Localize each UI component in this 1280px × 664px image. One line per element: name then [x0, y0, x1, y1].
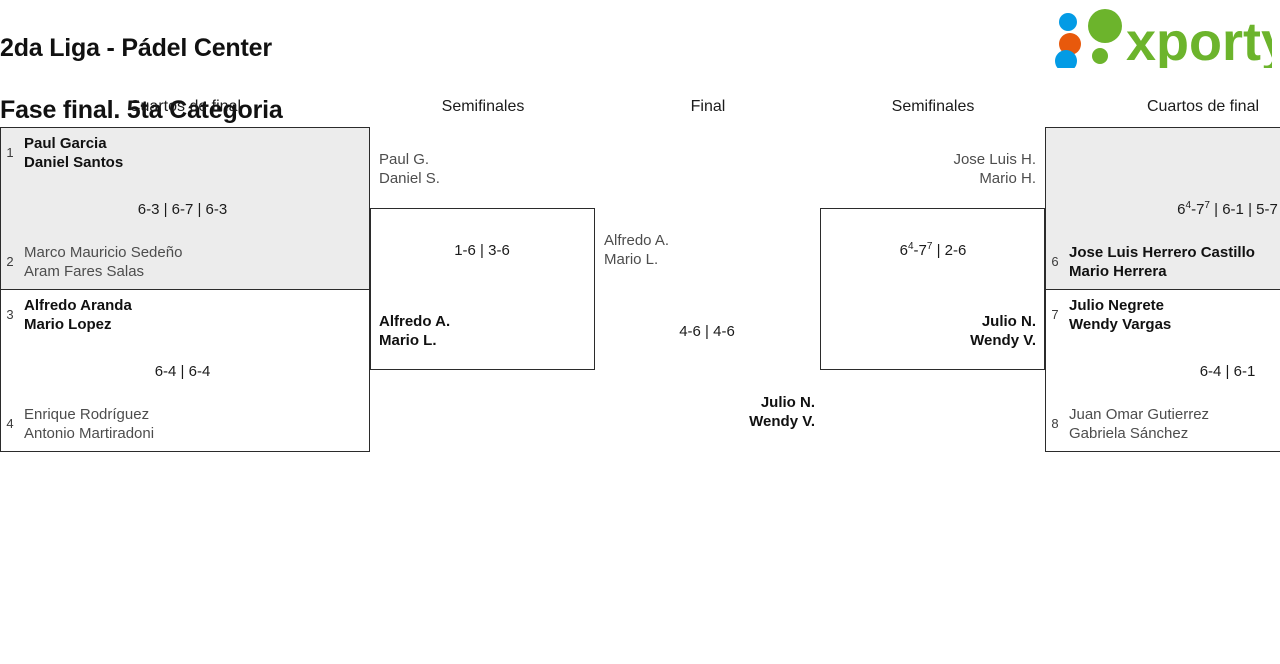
- seed-number: 2: [6, 254, 14, 269]
- round-label: Final: [690, 98, 726, 115]
- team-sf-left-bottom[interactable]: Alfredo A. Mario L.: [379, 312, 579, 350]
- player-2: Daniel S.: [379, 170, 440, 187]
- player-1: Julio Negrete: [1069, 297, 1165, 314]
- team-names: Marco Mauricio Sedeño Aram Fares Salas: [24, 243, 182, 281]
- score-text: 4-6 | 4-6: [679, 323, 735, 340]
- player-1: Julio N.: [760, 394, 815, 411]
- team-qf1-top[interactable]: 1 Paul Garcia Daniel Santos: [4, 134, 354, 172]
- team-qf4-bottom[interactable]: 8 Juan Omar Gutierrez Gabriela Sánchez: [1049, 405, 1280, 443]
- seed-number: 8: [1051, 416, 1059, 431]
- player-2: Wendy V.: [749, 413, 815, 430]
- round-header-sf-right: Semifinales: [833, 96, 1033, 118]
- team-sf-right-top[interactable]: Jose Luis H. Mario H.: [836, 150, 1036, 188]
- player-1: Juan Omar Gutierrez: [1069, 406, 1210, 423]
- team-qf1-bottom[interactable]: 2 Marco Mauricio Sedeño Aram Fares Salas: [4, 243, 354, 281]
- round-header-qf-left: Cuartos de final: [60, 96, 310, 118]
- team-names: Paul Garcia Daniel Santos: [24, 134, 123, 172]
- player-1: Paul G.: [379, 151, 430, 168]
- player-1: Enrique Rodríguez: [24, 406, 150, 423]
- match-box-qf4[interactable]: [1045, 289, 1280, 452]
- team-final-bottom[interactable]: Julio N. Wendy V.: [610, 393, 815, 431]
- player-2: Mario L.: [604, 251, 659, 268]
- team-qf2-bottom[interactable]: 4 Enrique Rodríguez Antonio Martiradoni: [4, 405, 354, 443]
- player-1: Alfredo Aranda: [24, 297, 132, 314]
- score-text: 64-77 | 2-6: [899, 241, 967, 260]
- player-2: Gabriela Sánchez: [1069, 425, 1189, 442]
- title-line-1: 2da Liga - Pádel Center: [0, 34, 272, 62]
- seed-number: 6: [1051, 254, 1059, 269]
- player-2: Mario Lopez: [24, 316, 112, 333]
- player-1: Julio N.: [981, 313, 1036, 330]
- score-text: 6-4 | 6-4: [154, 363, 211, 380]
- score-text: 1-6 | 3-6: [454, 242, 510, 259]
- round-label: Cuartos de final: [128, 98, 242, 115]
- score-text: 6-3 | 6-7 | 6-3: [137, 201, 228, 218]
- score-qf2: 6-4 | 6-4: [20, 362, 345, 381]
- xporty-logo-svg: xporty: [1055, 9, 1280, 72]
- logo-dot-blue-top: [1059, 13, 1077, 31]
- team-names: Alfredo Aranda Mario Lopez: [24, 296, 132, 334]
- logo-wordmark: xporty: [1126, 12, 1272, 68]
- logo-dot-green-small: [1092, 48, 1108, 64]
- round-header-final: Final: [608, 96, 808, 118]
- round-label: Semifinales: [441, 98, 525, 115]
- team-names: Julio Negrete Wendy Vargas: [1069, 296, 1171, 334]
- seed-number: 7: [1051, 307, 1059, 322]
- score-sf-right: 64-77 | 2-6: [830, 241, 1036, 260]
- logo-dot-green-big: [1088, 9, 1122, 43]
- match-box-qf1[interactable]: [0, 127, 370, 290]
- team-qf3-bottom[interactable]: 6 Jose Luis Herrero Castillo Mario Herre…: [1049, 243, 1280, 281]
- xporty-logo[interactable]: xporty: [1048, 8, 1280, 72]
- player-1: Marco Mauricio Sedeño: [24, 244, 183, 261]
- match-box-sf-right[interactable]: [820, 208, 1045, 370]
- title-line-2: Fase final. 5ta Categoria: [0, 96, 283, 124]
- round-label: Cuartos de final: [1146, 98, 1260, 115]
- seed-number: 3: [6, 307, 14, 322]
- player-1: Alfredo A.: [379, 313, 451, 330]
- player-2: Wendy Vargas: [1069, 316, 1172, 333]
- player-2: Mario L.: [379, 332, 437, 349]
- team-sf-left-top[interactable]: Paul G. Daniel S.: [379, 150, 579, 188]
- player-2: Daniel Santos: [24, 154, 124, 171]
- match-box-qf2[interactable]: [0, 289, 370, 452]
- team-qf4-top[interactable]: 7 Julio Negrete Wendy Vargas: [1049, 296, 1280, 334]
- seed-number: 1: [6, 145, 14, 160]
- team-names: Enrique Rodríguez Antonio Martiradoni: [24, 405, 154, 443]
- page-title: 2da Liga - Pádel Center Fase final. 5ta …: [0, 2, 283, 126]
- player-2: Antonio Martiradoni: [24, 425, 155, 442]
- player-2: Mario Herrera: [1069, 263, 1167, 280]
- player-1: Jose Luis H.: [953, 151, 1036, 168]
- team-names: Juan Omar Gutierrez Gabriela Sánchez: [1069, 405, 1209, 443]
- player-1: Jose Luis Herrero Castillo: [1069, 244, 1255, 261]
- team-names: Jose Luis Herrero Castillo Mario Herrera: [1069, 243, 1255, 281]
- match-box-sf-left[interactable]: [370, 208, 595, 370]
- player-2: Aram Fares Salas: [24, 263, 145, 280]
- team-sf-right-bottom[interactable]: Julio N. Wendy V.: [836, 312, 1036, 350]
- player-1: Paul Garcia: [24, 135, 107, 152]
- team-qf2-top[interactable]: 3 Alfredo Aranda Mario Lopez: [4, 296, 354, 334]
- round-header-sf-left: Semifinales: [383, 96, 583, 118]
- seed-number: 4: [6, 416, 14, 431]
- round-label: Semifinales: [891, 98, 975, 115]
- score-qf1: 6-3 | 6-7 | 6-3: [20, 200, 345, 219]
- score-qf3: 64-77 | 6-1 | 5-7: [1065, 200, 1280, 219]
- score-text: 64-77 | 6-1 | 5-7: [1177, 200, 1278, 219]
- player-2: Wendy V.: [970, 332, 1036, 349]
- player-1: Alfredo A.: [604, 232, 670, 249]
- match-box-qf3[interactable]: [1045, 127, 1280, 290]
- player-2: Mario H.: [979, 170, 1036, 187]
- team-final-top[interactable]: Alfredo A. Mario L.: [604, 231, 804, 269]
- round-header-qf-right: Cuartos de final: [1078, 96, 1280, 118]
- score-final: 4-6 | 4-6: [604, 322, 810, 341]
- score-qf4: 6-4 | 6-1: [1065, 362, 1280, 381]
- score-text: 6-4 | 6-1: [1199, 363, 1256, 380]
- logo-dot-blue-bottom: [1055, 50, 1077, 72]
- logo-dot-orange: [1059, 33, 1081, 55]
- score-sf-left: 1-6 | 3-6: [379, 241, 585, 260]
- team-qf3-top[interactable]: 5 Marco Duhart Diego Duhart: [1049, 134, 1280, 172]
